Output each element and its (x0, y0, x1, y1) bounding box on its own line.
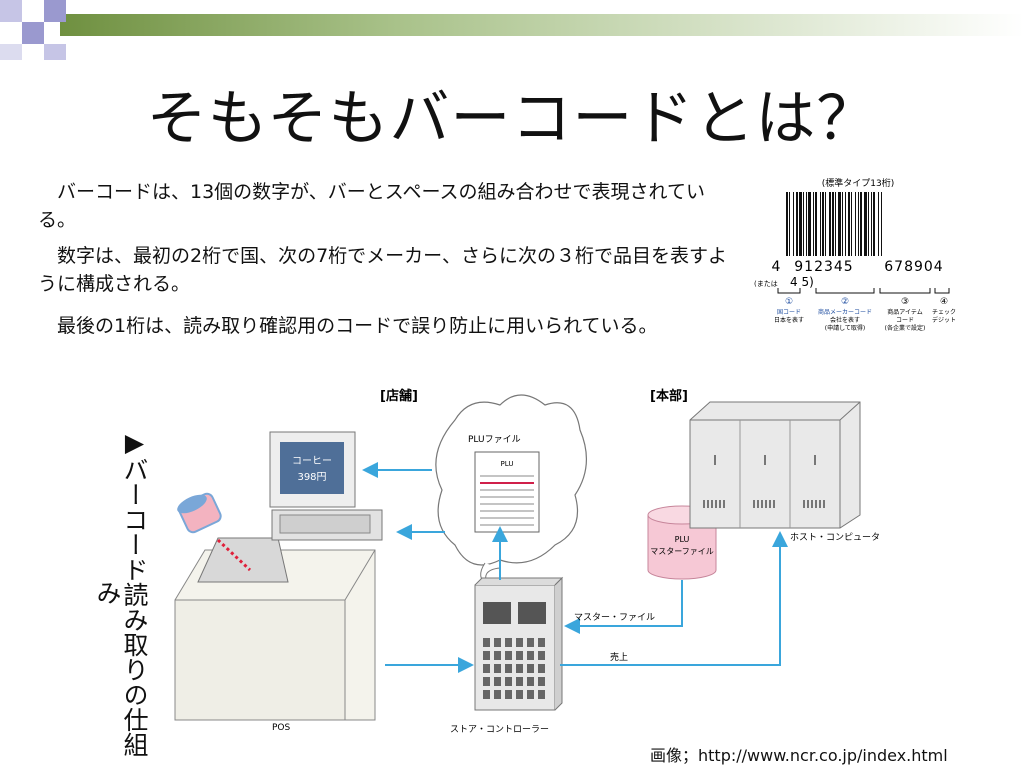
paragraph-barcode-intro: バーコードは、13個の数字が、バーとスペースの組み合わせで表現されている。 (38, 181, 705, 231)
diagram-side-label: ▶バーコード読み取りの仕組み (93, 427, 149, 757)
barcode-bar (789, 192, 790, 256)
segment-1-line1: 国コード (777, 309, 801, 316)
plu-file-label: PLUファイル (468, 435, 521, 445)
host-label: ホスト・コンピュータ (790, 532, 880, 543)
slide-title: そもそもバーコードとは？ (146, 84, 878, 154)
segment-4-line2: デジット (932, 316, 956, 324)
master-file-arrow-label: マスター・ファイル (574, 612, 655, 623)
barcode-digits-last: 678904 (884, 259, 943, 275)
barcode-bar (868, 192, 869, 256)
plu-sheet-label: PLU (501, 460, 514, 468)
product-cup (177, 492, 222, 534)
barcode-reading-diagram: [店舗] [本部] コーヒー 398円 POS PLUファイル PLU ストア・… (174, 388, 880, 735)
barcode-bar (806, 192, 807, 256)
barcode-bar (855, 192, 856, 256)
barcode-digit-first: 4 (772, 259, 781, 275)
image-credit: 画像；http://www.ncr.co.jp/index.html (650, 746, 948, 765)
db-label-1: PLU (675, 535, 690, 544)
segment-1-line2: 日本を表す (774, 316, 804, 324)
barcode-bar (799, 192, 802, 256)
barcode-bar (864, 192, 867, 256)
barcode-bar (825, 192, 826, 256)
sales-label: 売上 (610, 651, 628, 663)
barcode-bar (808, 192, 811, 256)
barcode-bar (835, 192, 836, 256)
barcode-bar (796, 192, 798, 256)
segment-2-num: ② (841, 297, 849, 307)
barcode-bar (842, 192, 843, 256)
plu-sheet (474, 451, 540, 533)
barcode-bar (822, 192, 824, 256)
barcode-alt-digits: 4 5) (790, 275, 814, 289)
barcode-bar (878, 192, 879, 256)
header-decoration (0, 0, 1024, 60)
plu-sheet-rows (480, 475, 534, 526)
barcode-bar (881, 192, 882, 256)
screen-item-name: コーヒー (292, 455, 332, 467)
bracket-maker (815, 288, 875, 294)
bracket-country (777, 288, 801, 294)
segment-3-line3: (各企業で設定) (885, 324, 926, 332)
barcode-bar (786, 192, 788, 256)
segment-4-num: ④ (940, 297, 948, 307)
barcode-caption: (標準タイプ13桁) (822, 177, 894, 189)
arrow-master-to-controller (564, 580, 683, 634)
store-label: [店舗] (380, 388, 418, 404)
barcode-bar (860, 192, 862, 256)
db-label-2: マスターファイル (650, 547, 714, 556)
barcode-digits-mid: 912345 (794, 259, 853, 275)
scanner-glass (197, 537, 289, 583)
barcode-bars (786, 192, 882, 256)
bracket-item (879, 288, 931, 294)
segment-1-num: ① (785, 297, 793, 307)
barcode-bar (803, 192, 804, 256)
segment-3-line1: 商品アイテム (887, 308, 922, 316)
segment-2-line3: (申請して取得) (825, 324, 866, 332)
barcode-bar (845, 192, 846, 256)
barcode-bar (829, 192, 831, 256)
barcode-bar (873, 192, 875, 256)
barcode-bar (858, 192, 859, 256)
barcode-alt-label: (または (754, 280, 778, 288)
barcode-bar (813, 192, 814, 256)
segment-2-line1: 商品メーカーコード (818, 308, 872, 316)
paragraph-digit-structure: 数字は、最初の2桁で国、次の7桁でメーカー、さらに次の３桁で品目を表すように構成… (38, 245, 727, 295)
arrow-sales-to-host (560, 531, 788, 666)
controller-label: ストア・コントローラー (450, 724, 549, 735)
pos-screen (280, 442, 344, 494)
pos-terminal: コーヒー 398円 (174, 431, 383, 721)
barcode-bar (848, 192, 850, 256)
barcode-bar (871, 192, 872, 256)
barcode-bar (820, 192, 821, 256)
barcode-bar (851, 192, 852, 256)
scan-beam (216, 538, 252, 572)
barcode-bar (793, 192, 794, 256)
barcode-bar (815, 192, 817, 256)
hq-label: [本部] (650, 388, 688, 404)
barcode-bar (832, 192, 834, 256)
keyboard (279, 514, 371, 534)
barcode-bar (838, 192, 841, 256)
segment-2-line2: 会社を表す (830, 316, 860, 324)
screen-price: 398円 (297, 472, 326, 483)
barcode-figure: (標準タイプ13桁) 4 912345 678904 (または 4 5) ① 国… (754, 177, 956, 332)
segment-3-line2: コード (896, 317, 914, 324)
bracket-check (934, 288, 950, 294)
store-controller (474, 576, 564, 711)
flow-arrows (362, 462, 788, 673)
host-computer (689, 401, 861, 529)
segment-3-num: ③ (901, 297, 909, 307)
segment-4-line1: チェック (932, 309, 956, 316)
paragraph-check-digit: 最後の1桁は、読み取り確認用のコードで誤り防止に用いられている。 (38, 315, 658, 337)
pos-label: POS (272, 723, 291, 733)
